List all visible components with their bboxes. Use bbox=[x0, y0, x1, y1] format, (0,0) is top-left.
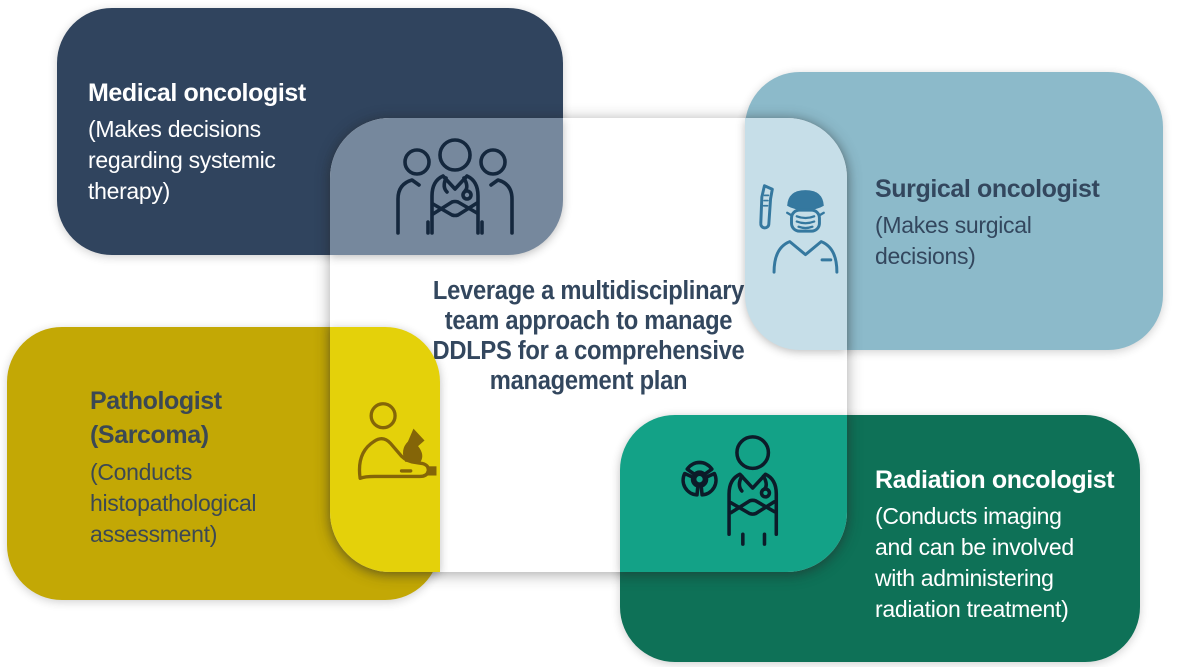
radiation-oncologist-icon-tile bbox=[620, 415, 847, 572]
title-line: Surgical oncologist bbox=[875, 175, 1100, 203]
surgical-oncologist-title: Surgical oncologist bbox=[875, 174, 1100, 205]
radiation-oncologist-title: Radiation oncologist bbox=[875, 465, 1115, 496]
description-line: (Makes decisions bbox=[88, 116, 261, 142]
pathologist-icon-tile bbox=[330, 327, 440, 572]
description-line: assessment) bbox=[90, 521, 218, 547]
message-line: DDLPS for a comprehensive bbox=[432, 337, 745, 365]
description-line: with administering bbox=[875, 565, 1054, 591]
pathologist-title: Pathologist (Sarcoma) bbox=[90, 384, 256, 452]
title-line: (Sarcoma) bbox=[90, 421, 209, 449]
pathologist-microscope-icon bbox=[357, 402, 437, 480]
description-line: decisions) bbox=[875, 243, 976, 269]
description-line: therapy) bbox=[88, 178, 170, 204]
description-line: (Conducts bbox=[90, 459, 193, 485]
description-line: histopathological bbox=[90, 490, 257, 516]
pathologist-description: (Conducts histopathological assessment) bbox=[90, 457, 257, 550]
description-line: regarding systemic bbox=[88, 147, 276, 173]
description-line: (Makes surgical bbox=[875, 212, 1032, 238]
title-line: Medical oncologist bbox=[88, 79, 306, 107]
center-message: Leverage a multidisciplinary team approa… bbox=[329, 276, 847, 396]
message-line: team approach to manage bbox=[444, 307, 733, 335]
medical-oncologist-title: Medical oncologist bbox=[88, 78, 306, 109]
surgical-oncologist-description: (Makes surgical decisions) bbox=[875, 210, 1099, 272]
radiation-doctor-icon bbox=[681, 435, 779, 546]
medical-oncologist-description: (Makes decisions regarding systemic ther… bbox=[88, 114, 306, 207]
title-line: Radiation oncologist bbox=[875, 466, 1115, 494]
description-line: and can be involved bbox=[875, 534, 1074, 560]
description-line: radiation treatment) bbox=[875, 596, 1069, 622]
surgeon-icon bbox=[759, 184, 839, 274]
message-line: Leverage a multidisciplinary bbox=[432, 277, 745, 305]
surgical-oncologist-icon-tile bbox=[745, 118, 847, 350]
description-line: (Conducts imaging bbox=[875, 503, 1062, 529]
radiation-oncologist-description: (Conducts imaging and can be involved wi… bbox=[875, 501, 1114, 625]
care-team-icon bbox=[396, 138, 514, 235]
message-line: management plan bbox=[489, 367, 688, 395]
title-line: Pathologist bbox=[90, 387, 222, 415]
medical-oncologist-icon-tile bbox=[330, 118, 563, 255]
